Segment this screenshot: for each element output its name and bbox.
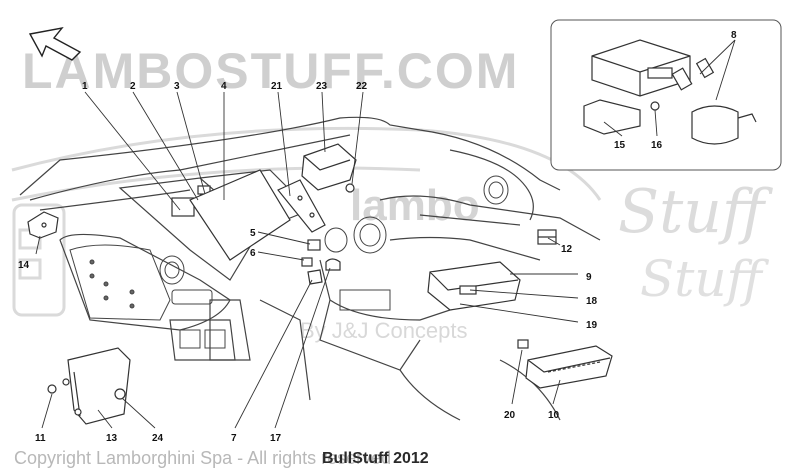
part-20-clip [517,339,529,349]
part-24-nut [114,388,126,400]
part-11-nut [47,384,57,394]
part-14-bracket [27,211,59,239]
part-5-6-clips [301,239,321,267]
callout-14: 14 [18,260,30,271]
callout-23: 23 [316,81,328,92]
part-22-nut [345,183,355,193]
dashboard-vents [159,175,509,349]
copyright-notice: Copyright Lamborghini Spa - All rights r… [14,448,392,468]
callout-16: 16 [651,140,663,151]
watermark-logo-line3: Stuff [640,250,770,308]
callout-12: 12 [561,244,573,255]
inset-module [591,39,691,97]
callout-8: 8 [731,30,737,41]
part-9-18-19-unit [427,261,521,311]
part-7-17-clips [307,258,341,285]
watermark-by-line: By J&J Concepts [300,318,468,343]
callout-24: 24 [152,433,164,444]
callout-18: 18 [586,296,598,307]
part-13-bracket [62,347,131,425]
callout-20: 20 [504,410,516,421]
inset-bracket [583,99,641,135]
inset-detail-box [550,19,782,171]
callout-19: 19 [586,320,598,331]
part-12-connector [537,229,557,245]
watermark-logo-line1: lambo [350,181,480,230]
callout-5: 5 [250,228,256,239]
watermark-brand: LAMBOSTUFF.COM [22,43,519,99]
callout-17: 17 [270,433,282,444]
callout-2: 2 [130,81,136,92]
dashboard-outline [19,116,601,421]
bullstuff-stamp: BullStuff 2012 [322,450,429,467]
leader-lines [35,39,736,429]
callout-22: 22 [356,81,368,92]
part-23-module [301,143,357,191]
callout-1: 1 [82,81,88,92]
watermark-logo-line2: Stuff [618,177,774,247]
callout-11: 11 [35,433,46,444]
inset-sensor [671,57,757,145]
callout-6: 6 [250,248,256,259]
part-4-panel [189,169,291,261]
part-10-module [525,345,613,389]
callout-21: 21 [271,81,283,92]
callout-9: 9 [586,272,592,283]
arrow-up-left-icon [28,26,82,61]
callout-13: 13 [106,433,118,444]
callout-15: 15 [614,140,626,151]
left-switch-panel [69,244,171,321]
callout-3: 3 [174,81,180,92]
callout-10: 10 [548,410,560,421]
callout-7: 7 [231,433,237,444]
callout-4: 4 [221,81,227,92]
callout-labels: 1 2 3 4 5 6 7 8 9 10 11 12 13 14 15 16 1… [18,30,737,444]
